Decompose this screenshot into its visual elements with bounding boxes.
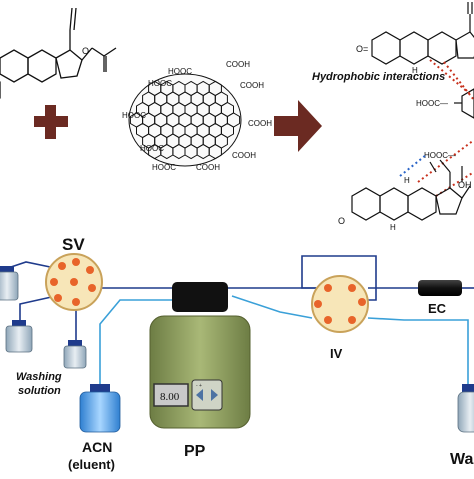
h-label: H — [404, 176, 410, 185]
cooh-label: COOH — [248, 119, 272, 128]
hooc-label: HOOC — [168, 67, 192, 76]
iv-label: IV — [330, 346, 343, 361]
injection-valve[interactable] — [311, 275, 369, 333]
selection-valve[interactable] — [45, 253, 103, 311]
washing-label: Washing — [16, 371, 62, 383]
hooc-label: HOOC — [152, 163, 176, 172]
ec-label: EC — [428, 301, 447, 316]
waste-bottle — [457, 384, 474, 433]
hooc-label: HOOC — [122, 111, 146, 120]
cooh-label: COOH — [226, 60, 250, 69]
hydrophobic-interactions-label: Hydrophobic interactions — [312, 71, 445, 83]
hydroxyl-label: OH — [458, 180, 472, 190]
reaction-arrow — [274, 100, 322, 152]
hooc-right-label: HOOC— — [416, 99, 448, 108]
tube-sv-bottle2 — [19, 295, 57, 320]
eluent-label: (eluent) — [68, 457, 115, 472]
washing-label-line2: solution — [18, 385, 61, 397]
sample-loop — [301, 255, 377, 301]
extraction-column — [418, 280, 462, 296]
plus-icon — [34, 105, 68, 139]
h-label: H — [390, 223, 396, 232]
arrow-left-icon[interactable] — [196, 389, 203, 401]
cooh-label: COOH — [232, 151, 256, 160]
ester-oxygen-label: O — [82, 46, 89, 56]
peristaltic-pump[interactable]: - + — [149, 282, 251, 429]
ketone-oxygen-label: O= — [356, 44, 368, 54]
acn-bottle — [79, 384, 121, 433]
tube-sv-bottle1 — [7, 261, 56, 269]
waste-label: Wa — [450, 451, 474, 468]
carbon-nanotube — [128, 73, 242, 167]
cooh-label: COOH — [196, 163, 220, 172]
lattice-hexagon — [208, 143, 222, 160]
ketone-oxygen-label: O — [338, 216, 345, 226]
washing-bottle — [63, 340, 87, 369]
pump-display — [153, 383, 189, 407]
tube-pump-iv — [231, 295, 313, 319]
pp-label: PP — [184, 443, 206, 460]
interaction-lines — [399, 59, 474, 197]
arrow-right-icon[interactable] — [211, 389, 218, 401]
cooh-label: COOH — [240, 81, 264, 90]
acn-label: ACN — [82, 439, 112, 455]
pump-control-pad[interactable] — [191, 379, 223, 411]
hooc-label: HOOC — [148, 79, 172, 88]
steroid-bottom-right — [351, 159, 471, 221]
cooh-labels: HOOC COOH HOOC COOH HOOC COOH HOOC COOH … — [122, 60, 272, 172]
hooc-label: HOOC — [140, 144, 164, 153]
h-label: H — [412, 66, 418, 75]
tube-acn-pump — [99, 299, 176, 384]
reagent-bottle-1 — [0, 266, 19, 301]
reagent-bottle-2 — [5, 320, 33, 353]
tube-iv-waste — [367, 317, 469, 384]
steroid-top-right — [371, 2, 474, 65]
steroid-acetate-structure — [0, 7, 117, 99]
hooc-right-label: HOOC— — [424, 151, 456, 160]
pump-display-value: 8.00 — [160, 391, 180, 403]
benzoic-ring — [454, 88, 474, 119]
sv-label: SV — [62, 235, 85, 254]
pump-minus-glyph: - + — [196, 383, 202, 389]
